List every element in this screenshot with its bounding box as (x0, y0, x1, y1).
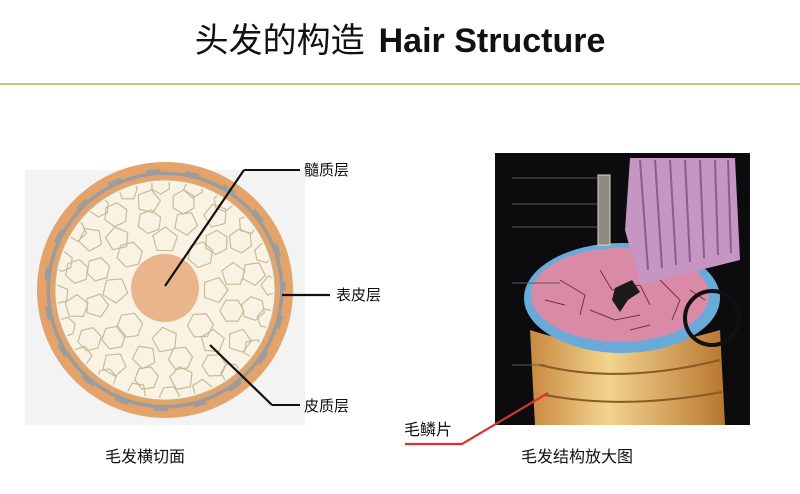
cortex-cell (186, 313, 214, 338)
cortex-cell (201, 354, 227, 377)
cortex-cell (200, 328, 225, 353)
cortex-cell (213, 191, 234, 213)
cortex-cell (95, 368, 117, 389)
cortex-cell (137, 189, 162, 214)
cuticle-outer-ring (37, 162, 293, 418)
cortex-cells (57, 182, 273, 398)
cortex-cell (116, 241, 143, 268)
cortex-cell (158, 386, 181, 398)
cortex-cell (104, 226, 129, 251)
cortex-cell (78, 227, 103, 252)
cortex-pointer-line (209, 344, 273, 406)
cortex-cell (242, 262, 267, 287)
cortex-cell (86, 293, 110, 318)
cortex-cell (73, 345, 93, 366)
macrofibril-bundle (625, 158, 740, 285)
cortex-cell (254, 242, 273, 264)
cortex-cell (205, 229, 228, 256)
structure-caption: 毛发结构放大图 (521, 447, 634, 466)
cortex-cell (151, 326, 177, 353)
cortex-cell (221, 261, 246, 285)
cortex-cell (77, 327, 102, 352)
cortex-cell (229, 328, 253, 353)
cortex-cell (228, 228, 252, 254)
cortex-cell (182, 182, 204, 199)
cortex-cell (256, 308, 273, 329)
cuticle-scales (530, 330, 725, 425)
cortex-area (54, 179, 276, 401)
cortex-cell (57, 284, 69, 305)
cortex-cell (152, 226, 179, 252)
cortex-cell (102, 353, 127, 377)
cortex-cell (187, 241, 214, 269)
cortex-cell (133, 366, 160, 390)
cortex-cell (238, 213, 259, 234)
scale-highlight-circle (683, 289, 741, 347)
cortex-cell (260, 275, 273, 296)
medulla-label: 髓质层 (304, 161, 350, 179)
cortex-top (531, 248, 709, 342)
cortex-cell (168, 365, 193, 391)
cortex-cell (66, 222, 88, 243)
fibril-stick (597, 174, 611, 246)
cortex-cell (241, 296, 266, 321)
cortex-cell (174, 212, 199, 236)
page-title: 头发的构造 Hair Structure (0, 18, 800, 64)
cortex-cell (243, 339, 264, 360)
title-en: Hair Structure (378, 22, 606, 60)
cortex-cell (219, 299, 245, 322)
cuticle-label: 表皮层 (336, 286, 382, 304)
cortex-cell (172, 189, 195, 215)
cortex-cell (117, 182, 139, 200)
title-zh: 头发的构造 (194, 21, 365, 61)
cortex-label: 皮质层 (304, 397, 350, 415)
title-divider (0, 83, 800, 85)
medulla-core (131, 254, 199, 322)
cuticle-gray-band (44, 169, 286, 411)
cortex-cell (220, 363, 242, 383)
cortex-cell (203, 203, 227, 228)
cortex-cell (57, 251, 73, 273)
cortex-cell (167, 346, 194, 370)
cortex-cell (131, 345, 156, 370)
medulla-spot (612, 280, 640, 312)
cortex-cell (137, 209, 162, 235)
cortex-cell (64, 259, 89, 284)
medulla-pointer-line (164, 169, 245, 287)
cuticle-blue-ring (524, 243, 720, 353)
cortex-cell (125, 382, 147, 398)
cortex-cell (85, 257, 111, 282)
cortex-cell (57, 316, 76, 338)
cortex-cell (150, 182, 171, 195)
cortex-cell (64, 293, 89, 318)
cortex-cell (203, 276, 229, 304)
cross-section-caption: 毛发横切面 (105, 447, 186, 466)
cortex-cell (101, 325, 127, 350)
cortex-cell (192, 378, 213, 398)
scale-label: 毛鳞片 (404, 420, 453, 439)
cortex-cell (102, 278, 129, 304)
cortex-cell (89, 196, 109, 218)
cortex-cell (104, 202, 128, 228)
cortex-cell (116, 312, 144, 339)
